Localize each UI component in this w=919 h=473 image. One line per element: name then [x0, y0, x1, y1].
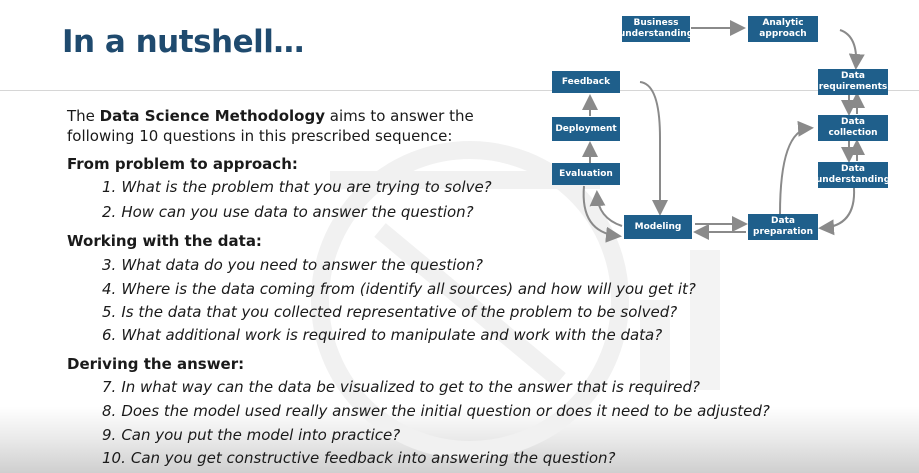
question-text: Can you get constructive feedback into a…: [130, 449, 616, 467]
node-label: preparation: [753, 227, 813, 237]
question-text: Can you put the model into practice?: [121, 426, 401, 444]
node-label: Feedback: [561, 76, 611, 87]
question-number: 10.: [102, 449, 126, 467]
question-text: Does the model used really answer the in…: [121, 402, 770, 420]
question-number: 2.: [102, 203, 117, 221]
question-item: 4.Where is the data coming from (identif…: [102, 280, 696, 298]
question-item: 6.What additional work is required to ma…: [102, 326, 662, 344]
node-label: collection: [828, 128, 878, 138]
question-number: 8.: [102, 402, 117, 420]
intro-bold-term: Data Science Methodology: [99, 107, 325, 125]
node-deployment: Deployment: [552, 117, 620, 141]
node-feedback: Feedback: [552, 71, 620, 93]
slide-title: In a nutshell…: [62, 24, 304, 60]
intro-suffix: aims to answer the following 10 question…: [67, 107, 474, 145]
question-number: 9.: [102, 426, 117, 444]
node-label: Deployment: [555, 123, 617, 134]
node-label: requirements: [818, 82, 888, 92]
question-text: What additional work is required to mani…: [121, 326, 663, 344]
question-text: What data do you need to answer the ques…: [121, 256, 484, 274]
question-number: 4.: [102, 280, 117, 298]
node-label: Business: [633, 18, 679, 28]
diagram-arrows: [582, 20, 865, 243]
question-item: 2.How can you use data to answer the que…: [102, 203, 474, 221]
question-number: 5.: [102, 303, 117, 321]
question-number: 1.: [102, 178, 117, 196]
question-text: In what way can the data be visualized t…: [121, 378, 701, 396]
node-label: Data: [841, 164, 865, 174]
question-text: How can you use data to answer the quest…: [121, 203, 474, 221]
question-item: 7.In what way can the data be visualized…: [102, 378, 700, 396]
section-heading: Working with the data:: [67, 232, 262, 250]
node-label: Data: [771, 216, 795, 226]
question-text: Is the data that you collected represent…: [121, 303, 678, 321]
question-number: 7.: [102, 378, 117, 396]
question-item: 5.Is the data that you collected represe…: [102, 303, 677, 321]
node-label: Modeling: [634, 221, 682, 232]
section-heading: Deriving the answer:: [67, 355, 245, 373]
node-evaluation: Evaluation: [552, 163, 620, 185]
node-label: understanding: [815, 175, 891, 185]
node-label: Data: [841, 117, 865, 127]
node-label: approach: [759, 29, 807, 39]
question-number: 6.: [102, 326, 117, 344]
node-label: Evaluation: [559, 168, 613, 179]
intro-paragraph: The Data Science Methodology aims to ans…: [67, 106, 537, 146]
section-heading: From problem to approach:: [67, 155, 298, 173]
node-label: Data: [841, 71, 865, 81]
question-number: 3.: [102, 256, 117, 274]
node-label: understanding: [618, 29, 694, 39]
title-divider: [0, 90, 919, 91]
question-item: 10.Can you get constructive feedback int…: [102, 449, 615, 467]
question-item: 9.Can you put the model into practice?: [102, 426, 400, 444]
question-text: What is the problem that you are trying …: [121, 178, 492, 196]
question-item: 3.What data do you need to answer the qu…: [102, 256, 483, 274]
question-item: 1.What is the problem that you are tryin…: [102, 178, 492, 196]
node-modeling: Modeling: [624, 215, 692, 239]
question-text: Where is the data coming from (identify …: [121, 280, 696, 298]
node-label: Analytic: [762, 18, 804, 28]
intro-prefix: The: [67, 107, 100, 125]
question-item: 8.Does the model used really answer the …: [102, 402, 770, 420]
